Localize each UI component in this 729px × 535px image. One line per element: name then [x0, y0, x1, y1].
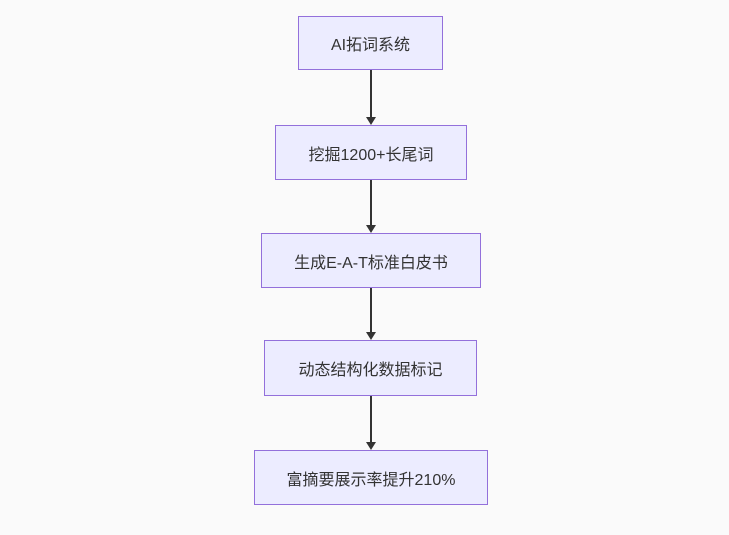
flow-arrow-2	[366, 180, 376, 233]
flow-arrow-4	[366, 396, 376, 450]
flow-node-longtail-mining: 挖掘1200+长尾词	[275, 125, 467, 180]
flow-node-eat-whitepaper: 生成E-A-T标准白皮书	[261, 233, 481, 288]
arrow-line	[370, 288, 372, 333]
flow-node-rich-snippet-result: 富摘要展示率提升210%	[254, 450, 488, 505]
flow-node-label: 富摘要展示率提升210%	[286, 471, 456, 489]
arrow-line	[370, 180, 372, 226]
flow-node-label: 生成E-A-T标准白皮书	[294, 254, 448, 272]
arrowhead-down-icon	[366, 442, 376, 450]
arrowhead-down-icon	[366, 225, 376, 233]
flow-node-label: 动态结构化数据标记	[298, 362, 443, 379]
flow-arrow-1	[366, 70, 376, 125]
flow-node-label: AI拓词系统	[330, 37, 411, 54]
arrow-line	[370, 396, 372, 443]
arrow-line	[370, 70, 372, 118]
flow-arrow-3	[366, 288, 376, 340]
flow-node-ai-keyword-system: AI拓词系统	[298, 16, 443, 70]
arrowhead-down-icon	[366, 332, 376, 340]
flow-node-label: 挖掘1200+长尾词	[308, 146, 434, 164]
arrowhead-down-icon	[366, 117, 376, 125]
flow-node-structured-data-markup: 动态结构化数据标记	[264, 340, 477, 396]
